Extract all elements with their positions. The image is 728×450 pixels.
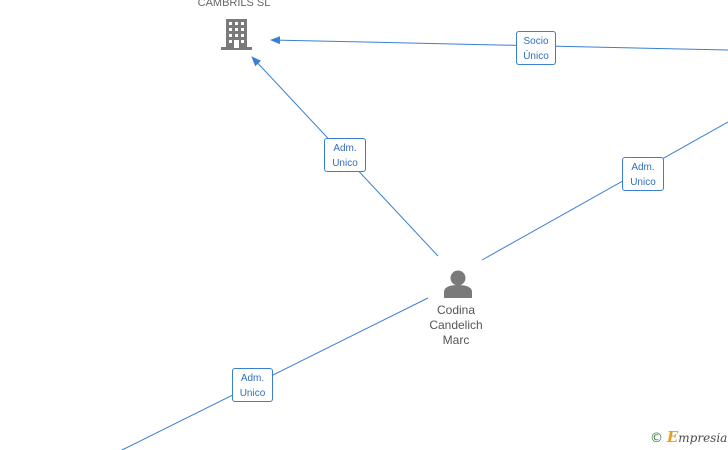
empresia-brand: © Empresia [650, 428, 728, 448]
person-label[interactable]: Codina Candelich Marc [429, 303, 483, 347]
brand-initial: E [666, 428, 679, 446]
edge-label-adm-unico-lower[interactable]: Adm. Unico [232, 368, 273, 402]
brand-name: mpresia [678, 431, 728, 445]
building-icon[interactable] [221, 19, 252, 50]
edge-label-socio-unico[interactable]: Socio Único [516, 31, 556, 65]
edge-line-adm-unico-lower[interactable] [121, 297, 429, 450]
company-label[interactable]: CAMBRILS SL [197, 0, 271, 9]
edge-line-adm-unico-right[interactable] [481, 121, 728, 261]
person-icon[interactable] [444, 270, 472, 299]
copyright-icon: © [650, 431, 663, 446]
edge-label-adm-unico-right[interactable]: Adm. Unico [622, 157, 664, 191]
edge-label-adm-unico-company[interactable]: Adm. Unico [324, 138, 366, 172]
edge-line-socio-unico[interactable] [270, 36, 728, 51]
